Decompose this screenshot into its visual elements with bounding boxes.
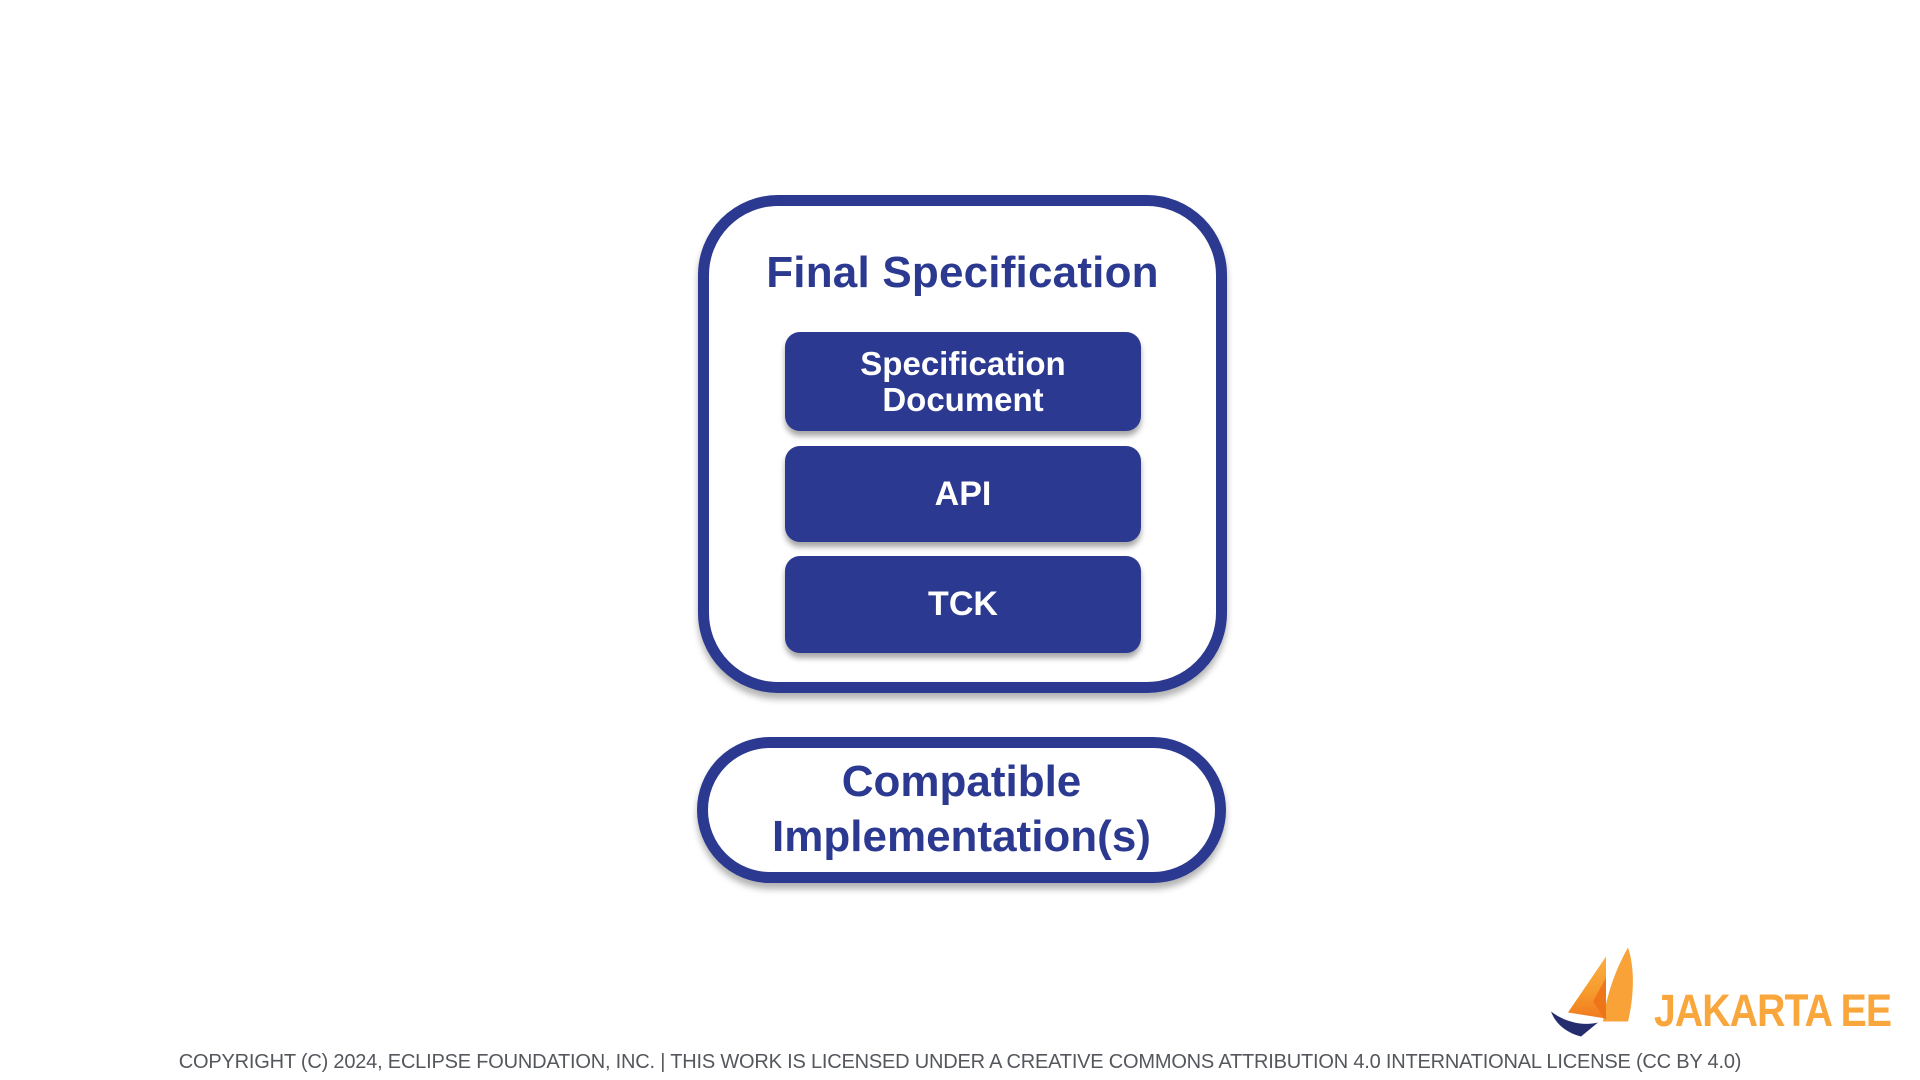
compatible-implementations-label-line2: Implementation(s) [772, 812, 1151, 861]
jakarta-ee-logo: JAKARTA EE [1551, 938, 1920, 1040]
tck-box: TCK [785, 556, 1141, 653]
specification-document-box: Specification Document [785, 332, 1141, 431]
tck-label: TCK [928, 585, 998, 623]
sailboat-icon [1551, 947, 1633, 1037]
final-specification-container: Final Specification Specification Docume… [698, 195, 1227, 693]
api-label: API [934, 474, 992, 513]
compatible-implementations-pill: Compatible Implementation(s) [697, 737, 1226, 883]
specification-document-label-line2: Document [882, 380, 1044, 418]
final-specification-title: Final Specification [766, 248, 1159, 297]
api-box: API [785, 446, 1141, 542]
jakarta-ee-wordmark: JAKARTA EE [1654, 985, 1892, 1036]
compatible-implementations-label-line1: Compatible [841, 757, 1082, 807]
specification-document-label-line1: Specification [860, 344, 1066, 382]
copyright-notice: COPYRIGHT (C) 2024, ECLIPSE FOUNDATION, … [178, 1051, 1742, 1073]
